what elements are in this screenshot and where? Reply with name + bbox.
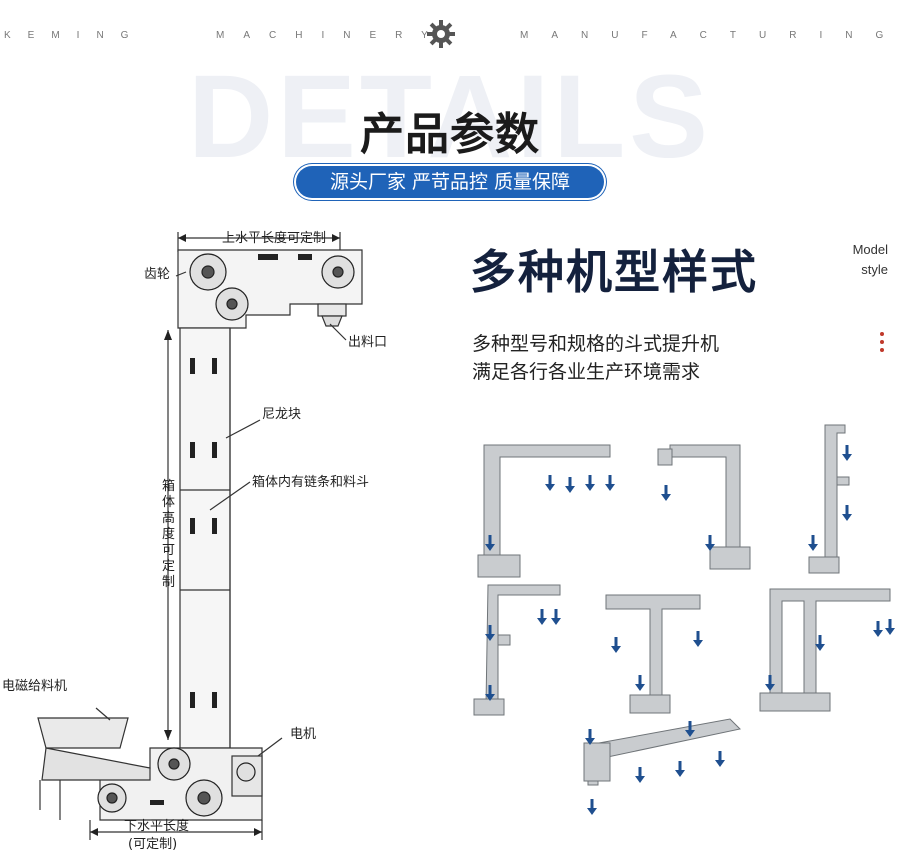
model-variant [605,594,703,714]
duct-section [709,546,751,570]
duct-section [485,584,561,706]
arrow-down-icon [885,619,895,635]
label-feeder: 电磁给料机 [2,679,67,694]
label-motor: 电机 [290,727,316,742]
arrow-down-icon [485,685,495,701]
arrow-down-icon [842,505,852,521]
arrow-down-icon [485,535,495,551]
label-gear: 齿轮 [144,267,170,282]
quality-pill: 源头厂家 严苛品控 质量保障 [296,166,604,198]
arrow-down-icon [715,751,725,767]
arrow-down-icon [635,675,645,691]
arrow-down-icon [808,535,818,551]
model-variant [583,718,742,815]
label-outlet: 出料口 [348,335,387,350]
duct-section [759,692,831,712]
duct-section [808,556,840,574]
duct-section [477,554,521,578]
box-height-char: 体 [162,495,175,510]
label-bottom-length-note: (可定制) [128,837,177,852]
label-nylon-block: 尼龙块 [262,407,301,422]
label-chain-bucket: 箱体内有链条和料斗 [252,474,369,490]
duct-section [605,594,701,706]
duct-section [497,634,511,646]
arrow-down-icon [675,761,685,777]
duct-section [629,694,671,714]
arrow-down-icon [661,485,671,501]
box-height-char: 制 [162,575,175,590]
arrow-down-icon [635,767,645,783]
arrow-down-icon [551,609,561,625]
page-title: 产品参数 [360,109,540,160]
arrow-down-icon [587,799,597,815]
duct-section [583,742,611,782]
models-english-label: Model style [852,242,888,277]
model-variant [477,444,615,578]
arrow-down-icon [545,475,555,491]
box-height-char: 高 [162,510,175,526]
gear-icon [427,20,455,48]
arrow-down-icon [585,475,595,491]
duct-section [836,476,850,486]
arrow-down-icon [611,637,621,653]
duct-section [473,698,505,716]
duct-section [587,718,742,786]
tagline-word: KEMING [4,30,146,41]
duct-section [657,448,673,466]
arrow-down-icon [873,621,883,637]
arrow-down-icon [565,477,575,493]
model-variant [759,588,895,712]
arrow-down-icon [765,675,775,691]
arrow-down-icon [705,535,715,551]
arrow-down-icon [585,729,595,745]
box-height-char: 度 [162,526,175,542]
duct-section [483,444,611,566]
tagline-word: MACHINERY [216,30,447,41]
duct-section [824,424,846,566]
models-headline: 多种机型样式 [470,245,758,299]
duct-section [669,444,741,556]
arrow-down-icon [693,631,703,647]
box-height-char: 箱 [162,478,175,494]
arrow-down-icon [815,635,825,651]
label-bottom-length: 下水平长度 [124,818,189,834]
arrow-down-icon [605,475,615,491]
model-variant [808,424,852,574]
arrow-down-icon [685,721,695,737]
tagline-word: MANUFACTURING [520,30,900,41]
model-variants [473,424,895,815]
duct-section [769,588,891,704]
arrow-down-icon [537,609,547,625]
model-variant [657,444,751,570]
watermark: DETAILS [187,51,713,183]
label-top-length: 上水平长度可定制 [222,230,326,246]
arrow-down-icon [485,625,495,641]
box-height-char: 可 [162,543,175,558]
more-dots-icon [880,332,886,356]
models-description: 多种型号和规格的斗式提升机 满足各行各业生产环境需求 [472,333,720,383]
box-height-char: 定 [162,559,175,574]
model-variant [473,584,561,716]
arrow-down-icon [842,445,852,461]
